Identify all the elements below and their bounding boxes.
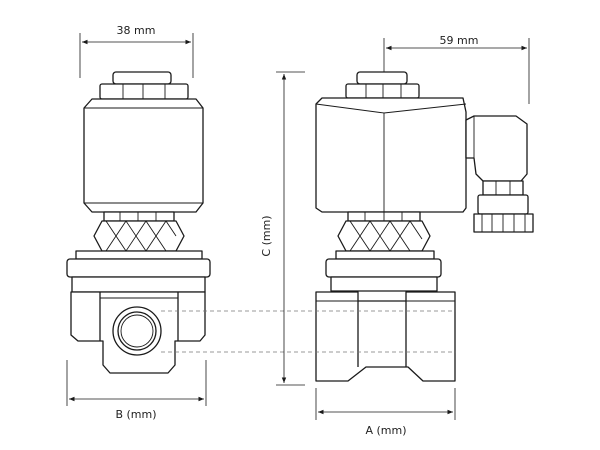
side-view bbox=[315, 71, 534, 382]
front-view bbox=[66, 71, 211, 374]
projection-lines bbox=[161, 310, 456, 353]
dimension-width-top: 38 mm bbox=[79, 24, 194, 78]
front-stem-nut bbox=[93, 211, 185, 252]
side-body bbox=[315, 291, 456, 382]
dimension-height: C (mm) bbox=[260, 71, 305, 386]
front-coil bbox=[83, 98, 204, 213]
side-bonnet bbox=[325, 250, 442, 292]
dimension-body-length: A (mm) bbox=[315, 388, 456, 437]
dimension-label-height: C (mm) bbox=[260, 215, 273, 256]
front-bonnet bbox=[66, 250, 211, 293]
side-stem-nut bbox=[337, 211, 431, 252]
side-connector bbox=[465, 115, 534, 233]
dimension-connector-offset: 59 mm bbox=[383, 34, 530, 104]
side-coil bbox=[315, 97, 467, 213]
side-top-cap bbox=[345, 71, 420, 99]
dimension-body-width: B (mm) bbox=[66, 360, 207, 421]
dimension-label-connector-offset: 59 mm bbox=[440, 34, 479, 47]
front-top-cap bbox=[99, 71, 189, 100]
dimension-label-body-width: B (mm) bbox=[115, 408, 156, 421]
dimension-label-width-top: 38 mm bbox=[117, 24, 156, 37]
front-body bbox=[70, 291, 206, 374]
dimension-label-body-length: A (mm) bbox=[365, 424, 406, 437]
